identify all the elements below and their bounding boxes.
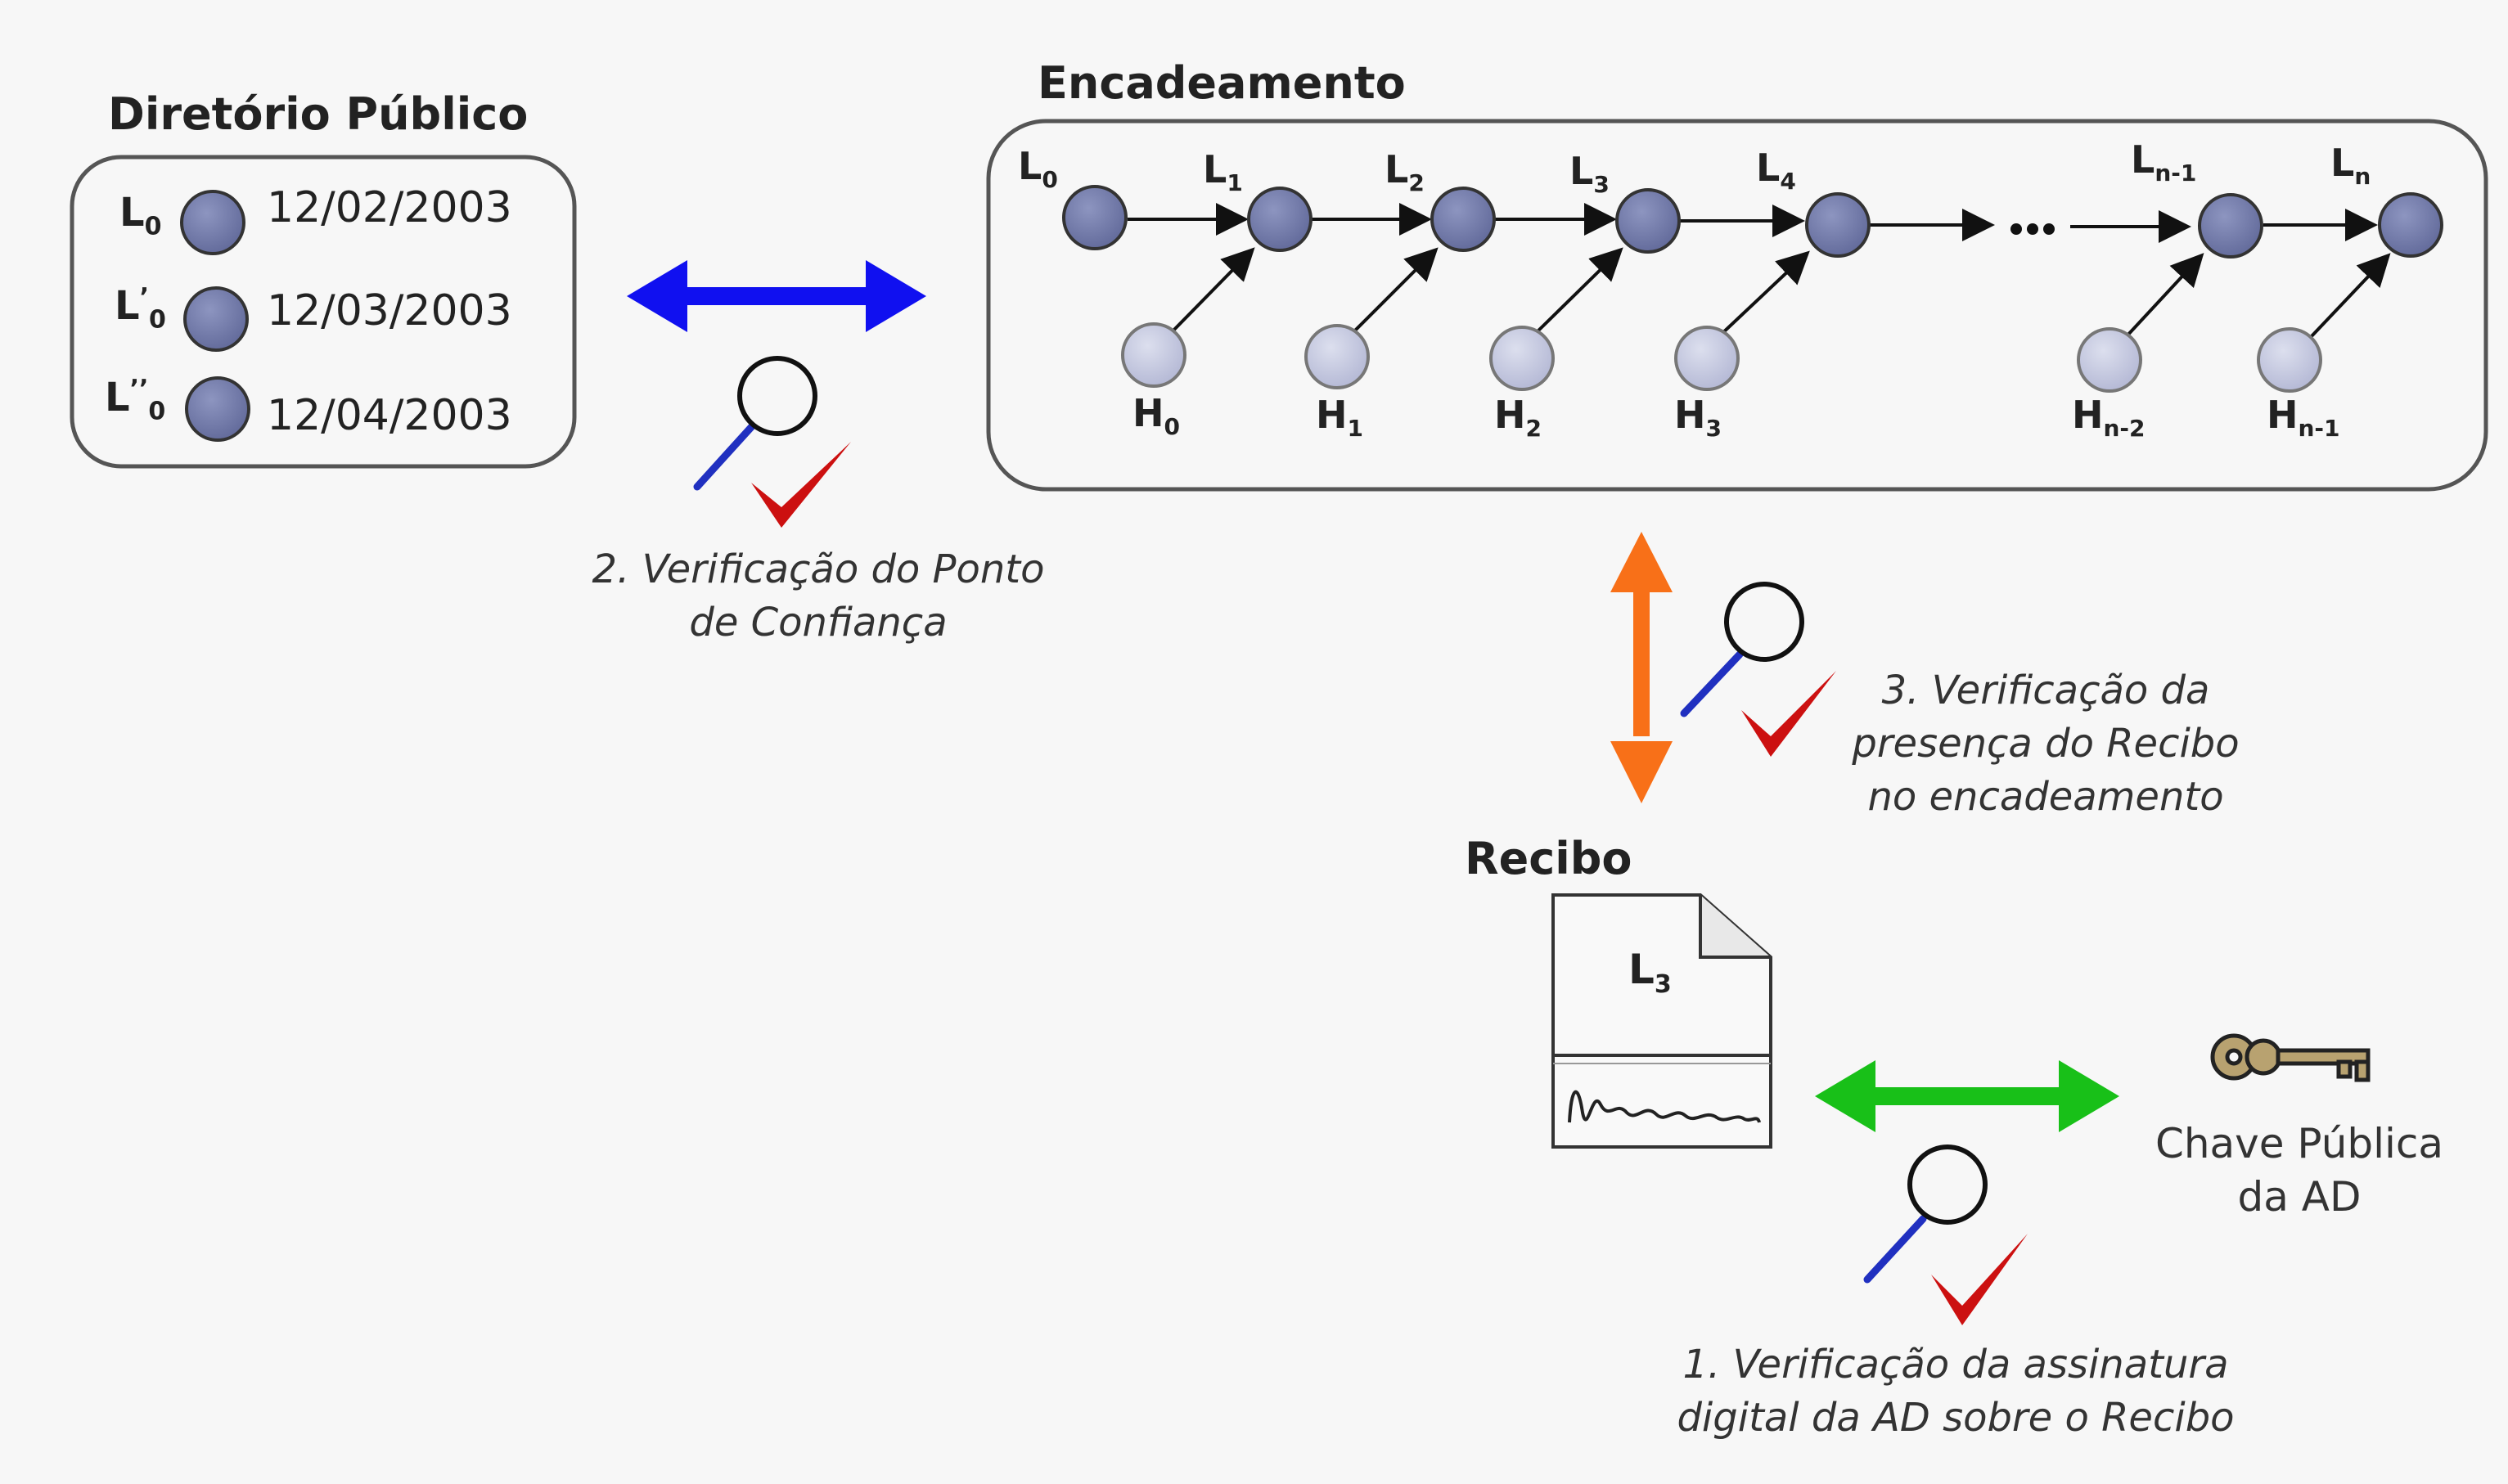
check-icon-step2	[751, 442, 851, 528]
step2-line2: de Confiança	[689, 599, 948, 645]
chain-label-l4: L4	[1756, 146, 1796, 196]
chain-node-l3	[1615, 188, 1681, 254]
chain-label-l2: L2	[1385, 147, 1425, 197]
chain-node-l1	[1247, 187, 1313, 252]
chain-node-l0	[1062, 185, 1128, 250]
hash-node-h0	[1121, 322, 1186, 388]
hash-arrows	[1168, 247, 2391, 339]
chave-line1: Chave Pública	[2155, 1120, 2444, 1167]
chave-caption: Chave Pública da AD	[2111, 1117, 2488, 1224]
diretorio-entry-label-1: L’0	[115, 283, 166, 335]
diretorio-entry-label-2: L’’0	[105, 375, 166, 426]
step3-line2: presença do Recibo	[1852, 720, 2240, 767]
magnifier-icon-step1	[1863, 1144, 1988, 1284]
chain-node-ln-1	[2198, 193, 2263, 259]
step1-line1: 1. Verificação da assinatura	[1682, 1342, 2229, 1387]
step3-line1: 3. Verificação da	[1881, 668, 2210, 713]
hash-label-hn-1: Hn-1	[2267, 393, 2340, 443]
chain-label-ln: Ln	[2330, 141, 2371, 191]
hash-label-hn-2: Hn-2	[2072, 393, 2146, 443]
chain-node-l2	[1430, 187, 1496, 252]
step1-line2: digital da AD sobre o Recibo	[1677, 1394, 2235, 1441]
step3-line3: no encadeamento	[1867, 773, 2224, 820]
encadeamento-box	[986, 119, 2488, 492]
key-icon	[2210, 1033, 2371, 1082]
hash-node-h3	[1674, 326, 1740, 391]
step1-caption: 1. Verificação da assinatura digital da …	[1604, 1338, 2308, 1445]
recibo-title: Recibo	[1465, 833, 1632, 884]
magnifier-icon-step2	[693, 356, 817, 491]
chain-label-ln-1: Ln-1	[2131, 137, 2197, 187]
hash-label-h2: H2	[1494, 393, 1542, 443]
green-double-arrow-icon	[1815, 1060, 2119, 1132]
signature-icon	[1568, 1090, 1761, 1123]
hash-label-h0: H0	[1132, 391, 1180, 441]
diretorio-node-1	[183, 286, 249, 352]
diretorio-entry-label-0: L0	[119, 190, 162, 241]
recibo-content-label: L3	[1628, 946, 1672, 999]
hash-node-h1	[1304, 324, 1370, 389]
hash-label-h3: H3	[1674, 393, 1722, 443]
chain-label-l1: L1	[1203, 147, 1243, 197]
step3-caption: 3. Verificação da presença do Recibo no …	[1792, 664, 2299, 823]
hash-node-hn-2	[2077, 327, 2142, 393]
check-icon-step1	[1931, 1234, 2028, 1325]
hash-label-h1: H1	[1316, 393, 1363, 443]
diretorio-entry-date-1: 12/03/2003	[267, 286, 512, 335]
chain-label-l0: L0	[1018, 144, 1058, 194]
chain-node-ln	[2378, 192, 2443, 258]
diretorio-node-2	[185, 376, 250, 442]
chain-label-l3: L3	[1569, 149, 1610, 199]
step2-caption: 2. Verificação do Ponto de Confiança	[524, 543, 1113, 650]
check-icon-step3	[1741, 671, 1836, 757]
encadeamento-title: Encadeamento	[1038, 57, 1406, 109]
orange-double-arrow-icon	[1610, 532, 1673, 803]
chain-node-l4	[1805, 192, 1871, 258]
hash-node-h2	[1489, 326, 1555, 391]
chave-line2: da AD	[2237, 1173, 2362, 1221]
hash-node-hn-1	[2257, 327, 2322, 393]
diretorio-title: Diretório Público	[108, 88, 529, 140]
chain-ellipsis-icon	[2010, 223, 2055, 235]
diretorio-entry-date-0: 12/02/2003	[267, 183, 512, 232]
recibo-document-icon	[1551, 893, 1772, 1149]
magnifier-icon-step3	[1680, 582, 1804, 717]
chain-arrows	[1128, 203, 2378, 243]
blue-double-arrow-icon	[627, 260, 926, 332]
diretorio-entry-date-2: 12/04/2003	[267, 391, 512, 440]
step2-line1: 2. Verificação do Ponto	[592, 546, 1045, 592]
diretorio-node-0	[180, 190, 245, 255]
